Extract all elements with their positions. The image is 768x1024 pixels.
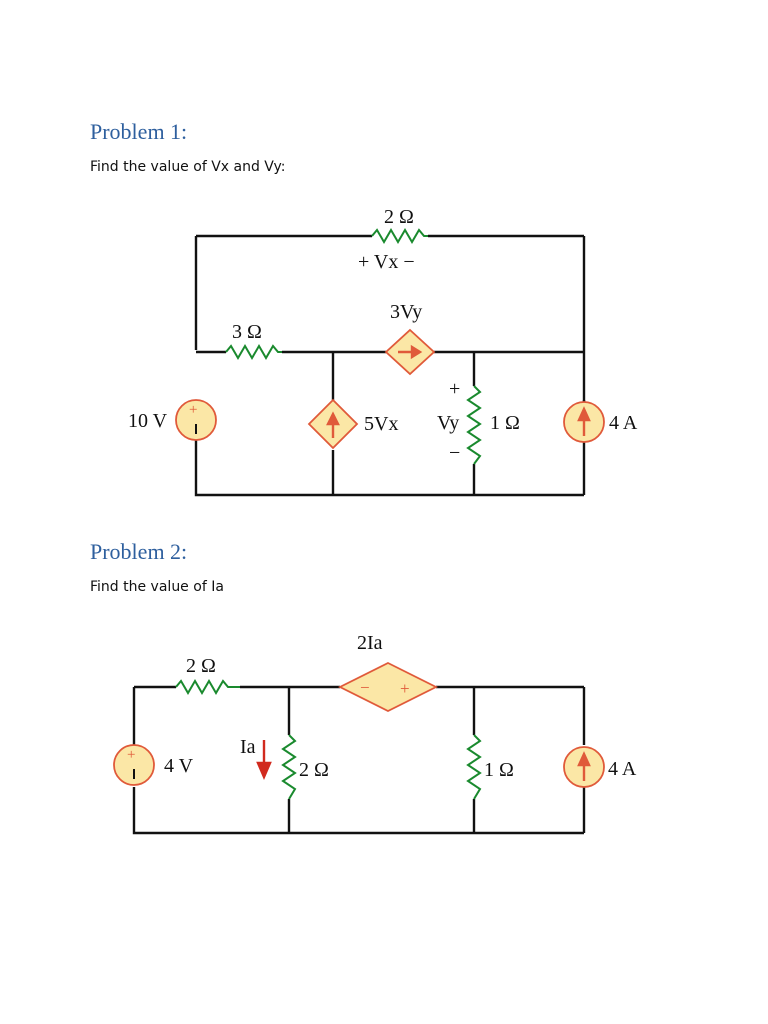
resistor-right-label: 1 Ω — [484, 759, 514, 781]
vx-label: + Vx − — [358, 251, 415, 273]
problem-2-title: Problem 2: — [90, 539, 188, 564]
ia-label: Ia — [240, 736, 256, 758]
resistor-left-3ohm — [225, 344, 282, 360]
voltage-source-label: 4 V — [164, 755, 194, 777]
resistor-left-2ohm — [175, 679, 240, 695]
resistor-right-label: 1 Ω — [490, 412, 520, 434]
plus-sign-icon: + — [189, 402, 197, 418]
vy-minus-label: − — [449, 442, 460, 464]
problem-2-prompt: Find the value of Ia — [90, 579, 224, 595]
arrow-up-icon — [577, 751, 591, 781]
dependent-voltage-source-2ia — [337, 661, 439, 713]
problem-1-prompt: Find the value of Vx and Vy: — [90, 159, 286, 175]
arrow-up-icon — [326, 411, 340, 438]
resistor-top-2ohm — [371, 228, 428, 244]
vy-label: Vy — [437, 412, 459, 434]
problem-1-title: Problem 1: — [90, 119, 188, 144]
current-source-label: 4 A — [609, 412, 638, 434]
resistor-right-1ohm — [466, 734, 482, 800]
circuit-diagram-1: 2 Ω + Vx − 3 Ω 3Vy + 10 V 5Vx + Vy − 1 Ω… — [128, 206, 638, 497]
circuit-1-wires — [194, 234, 586, 497]
resistor-mid-label: 2 Ω — [299, 759, 329, 781]
voltage-source-10v — [175, 399, 217, 441]
dep-source-2ia-label: 2Ia — [357, 632, 383, 654]
resistor-left-label: 3 Ω — [232, 321, 262, 343]
arrow-right-icon — [398, 344, 423, 360]
voltage-source-4v — [113, 744, 155, 786]
voltage-source-label: 10 V — [128, 410, 168, 432]
resistor-left-label: 2 Ω — [186, 655, 216, 677]
circuit-diagram-2: 2 Ω − + 2Ia + 4 V Ia 2 Ω 1 Ω 4 A — [113, 632, 637, 835]
resistor-right-1ohm — [466, 385, 482, 465]
vy-plus-label: + — [449, 378, 460, 400]
dep-source-5vx-label: 5Vx — [364, 413, 398, 435]
circuit-2-wires — [132, 685, 586, 835]
dep-source-3vy-label: 3Vy — [390, 301, 422, 323]
plus-sign-icon: + — [400, 679, 410, 698]
arrow-down-icon — [256, 740, 272, 781]
minus-sign-icon: − — [360, 678, 370, 697]
current-source-label: 4 A — [608, 758, 637, 780]
plus-sign-icon: + — [127, 747, 135, 763]
resistor-top-label: 2 Ω — [384, 206, 414, 228]
resistor-mid-2ohm — [281, 734, 297, 800]
arrow-up-icon — [577, 406, 591, 436]
